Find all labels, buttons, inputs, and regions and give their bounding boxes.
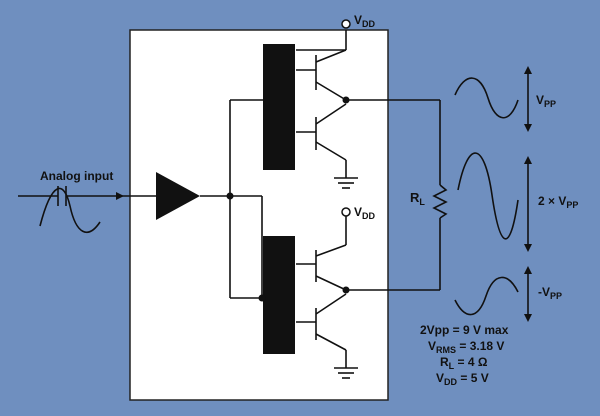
arrowhead	[524, 66, 532, 74]
spec-rl: RL = 4 Ω	[440, 355, 488, 371]
q3-emitter	[315, 275, 347, 291]
arrowhead	[524, 244, 532, 252]
vdd-mid-terminal	[341, 207, 351, 217]
arrowhead	[524, 156, 532, 164]
arrowhead	[524, 124, 532, 132]
q4-collector	[315, 293, 347, 315]
vpp-top-label: VPP	[536, 93, 556, 109]
rl-label: RL	[410, 190, 425, 207]
arrowhead	[524, 314, 532, 322]
q3-collector	[315, 244, 347, 257]
q2-emitter	[315, 141, 347, 161]
q4-emitter	[315, 333, 347, 351]
output-sine-bottom	[454, 276, 519, 316]
arrowhead	[524, 266, 532, 274]
spec-vdd: VDD = 5 V	[436, 371, 489, 387]
lower-driver-block	[263, 236, 295, 354]
q1-emitter	[315, 81, 347, 101]
vpp-neg-label: -VPP	[538, 285, 562, 301]
spec-vrms: VRMS = 3.18 V	[428, 339, 504, 355]
vdd-top-terminal	[341, 19, 351, 29]
junction-dot	[342, 96, 350, 104]
upper-driver-block	[263, 44, 295, 170]
vpp-2x-label: 2 × VPP	[538, 194, 578, 210]
junction-dot	[258, 294, 266, 302]
analog-input-label: Analog input	[40, 169, 113, 183]
junction-dot	[226, 192, 234, 200]
junction-dot	[342, 286, 350, 294]
q1-collector	[315, 49, 347, 63]
vdd-mid-label: VDD	[354, 205, 376, 221]
input-sine-wave	[39, 187, 101, 234]
vdd-top-label: VDD	[354, 13, 376, 29]
q2-collector	[315, 103, 347, 125]
input-arrowhead	[116, 192, 124, 200]
output-sine-mid	[457, 152, 519, 240]
output-sine-top	[454, 77, 519, 119]
rl-resistor	[432, 184, 448, 219]
buffer-amplifier	[156, 172, 200, 220]
spec-vpp: 2Vpp = 9 V max	[420, 323, 509, 337]
